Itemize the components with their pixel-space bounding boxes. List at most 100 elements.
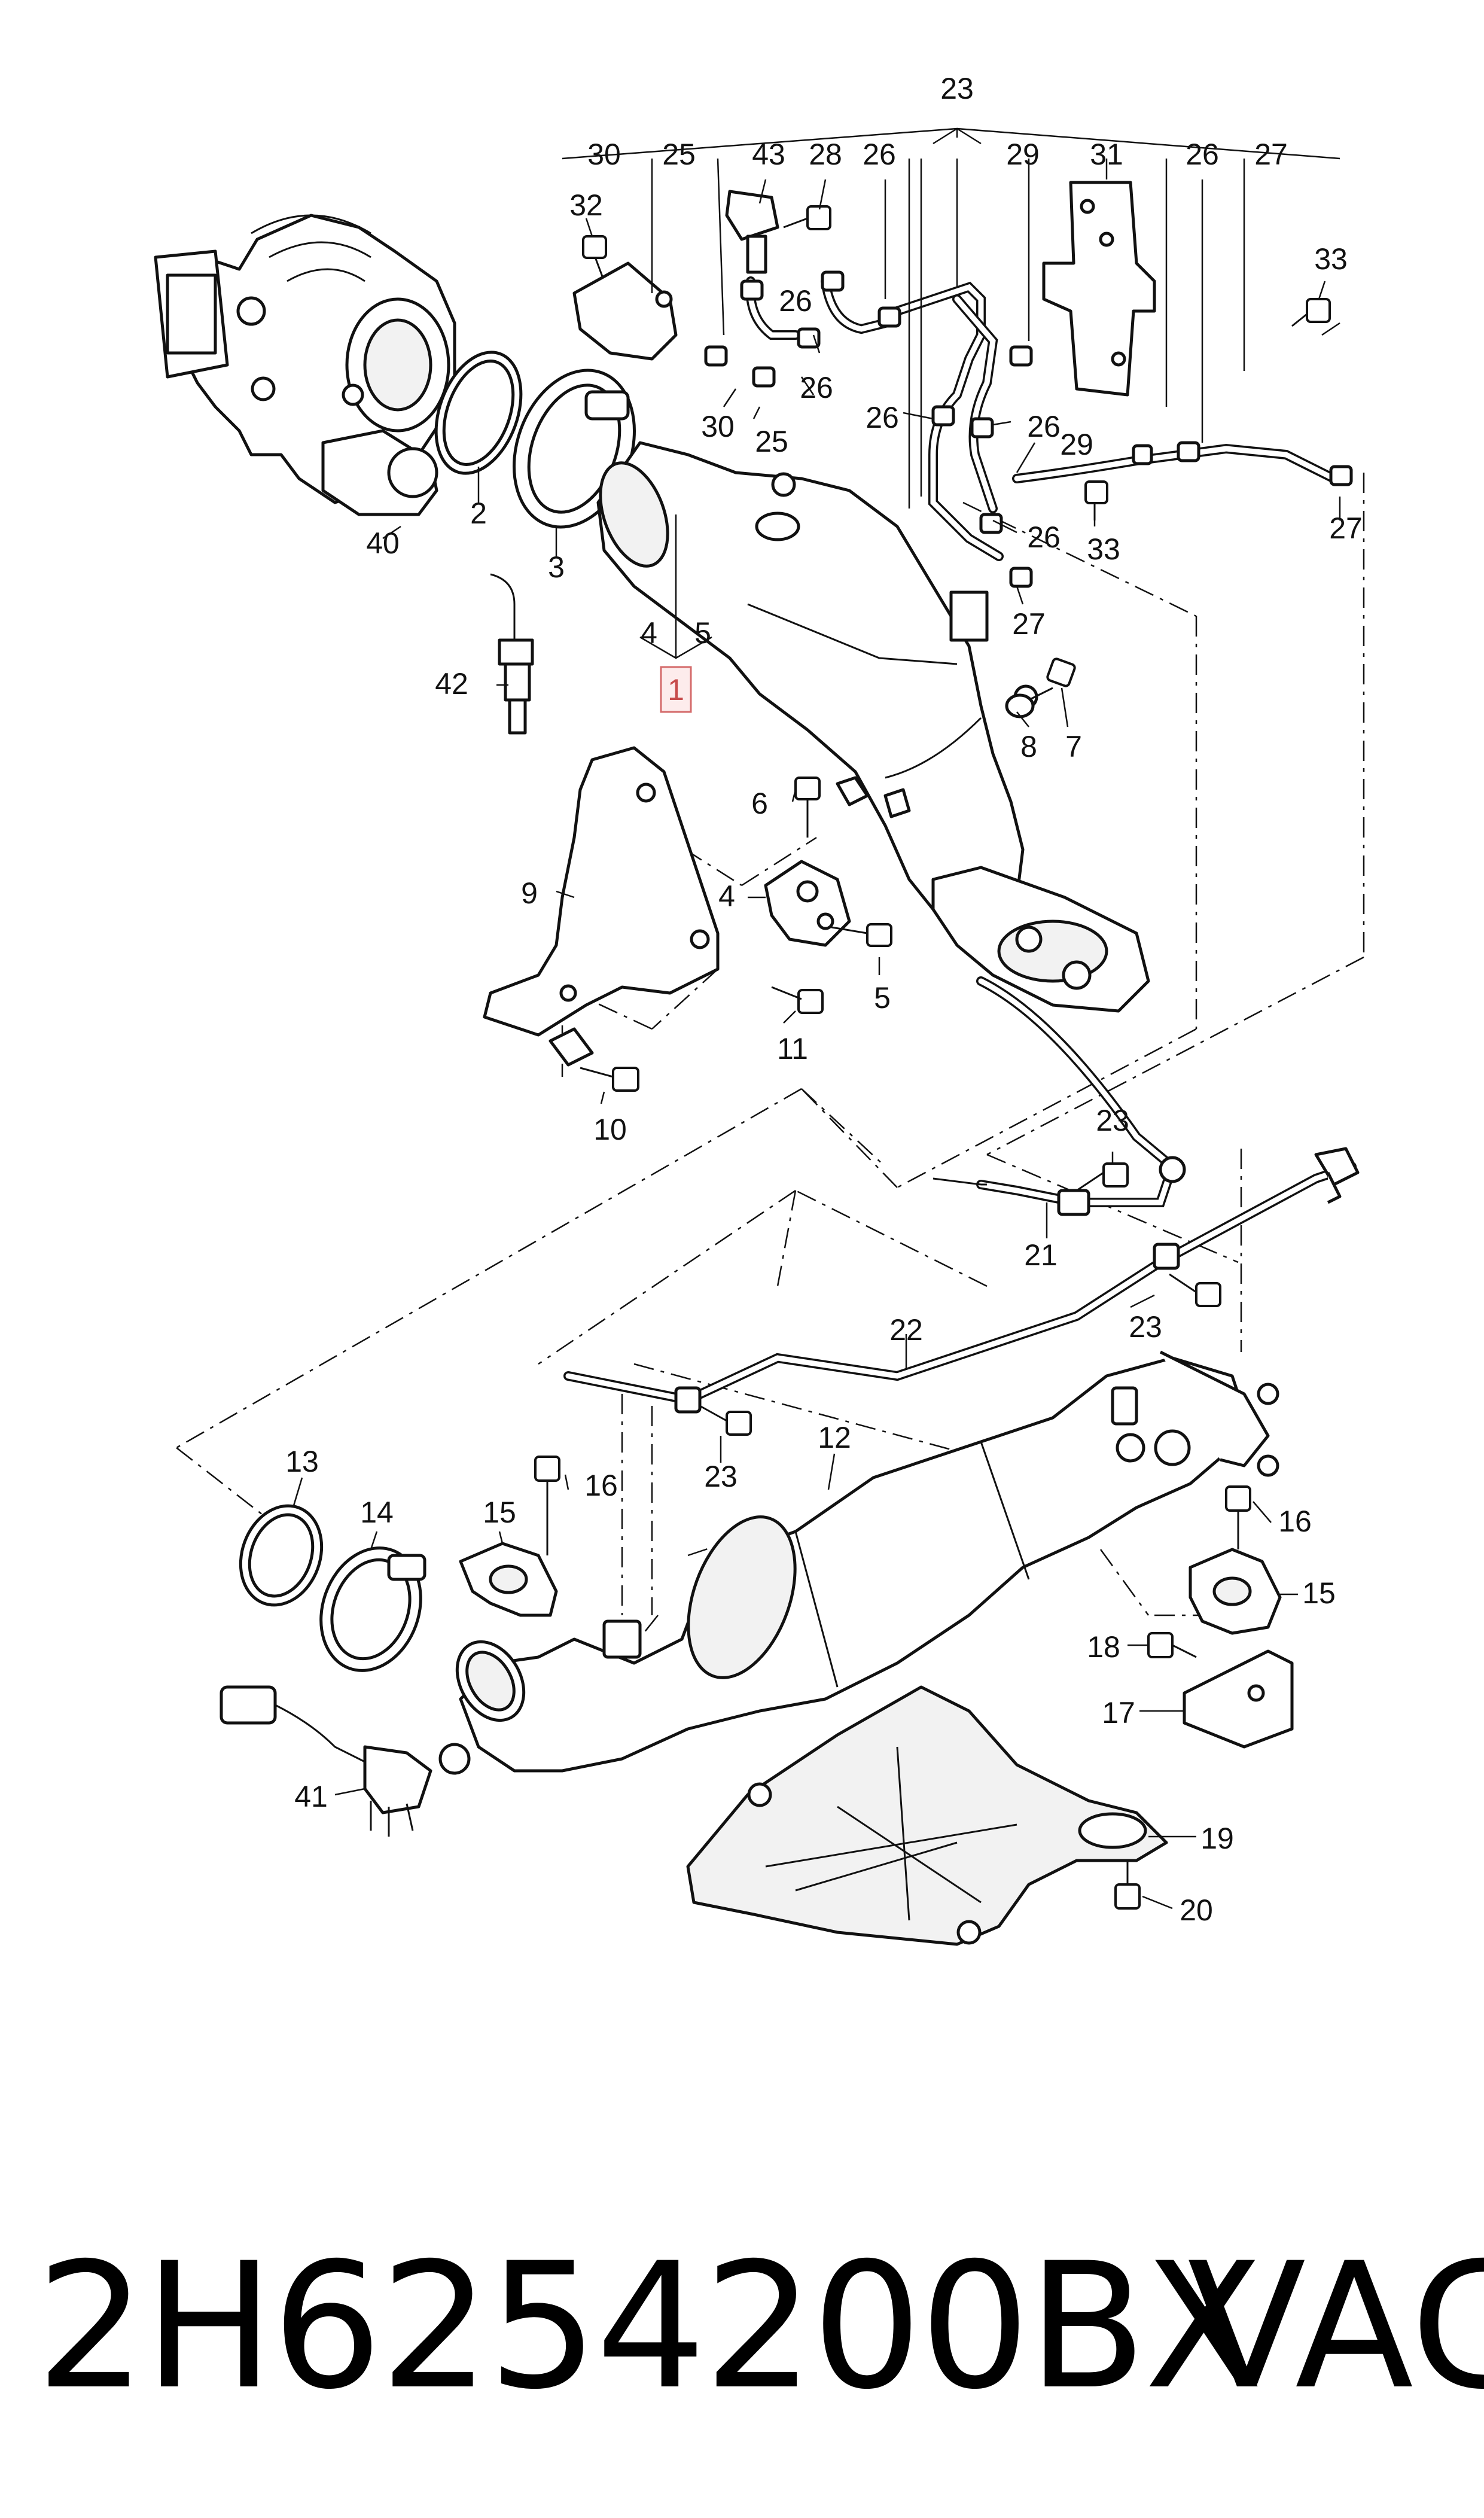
bolt-16-left xyxy=(534,1456,560,1555)
callout-22: 22 xyxy=(889,1313,923,1347)
callout-26-c: 26 xyxy=(800,371,833,404)
callout-4: 4 xyxy=(718,879,735,913)
bolt-5 xyxy=(831,923,892,947)
callout-11: 11 xyxy=(777,1032,808,1065)
heat-shield-19 xyxy=(686,1685,1168,1946)
oxygen-sensor-42 xyxy=(490,573,534,735)
callout-5: 5 xyxy=(874,981,891,1015)
callout-17: 17 xyxy=(1102,1696,1135,1730)
mount-15-left xyxy=(459,1542,558,1617)
bracket-17 xyxy=(1183,1649,1294,1749)
bolt-28 xyxy=(783,205,831,230)
callout-23-c: 23 xyxy=(704,1460,738,1493)
highlight-box-1 xyxy=(660,666,692,713)
bolt-16-right xyxy=(1225,1485,1251,1549)
bolt-20 xyxy=(1114,1849,1141,1910)
pressure-sensor-43 xyxy=(725,190,779,274)
callout-27-right: 27 xyxy=(1329,511,1363,545)
clamp-3 xyxy=(512,369,636,529)
callout-20: 20 xyxy=(1180,1893,1213,1927)
pressure-pipe-22 xyxy=(563,1147,1360,1414)
callout-21: 21 xyxy=(1024,1238,1058,1272)
callout-29-mid: 29 xyxy=(1060,428,1093,461)
callout-29-top: 29 xyxy=(1006,138,1040,171)
callout-26-e: 26 xyxy=(1027,410,1061,443)
callout-3: 3 xyxy=(548,550,565,584)
callout-5-top: 5 xyxy=(694,616,711,650)
callout-1: 1 xyxy=(668,673,684,707)
callout-10: 10 xyxy=(593,1113,627,1146)
callout-42: 42 xyxy=(435,667,468,701)
callout-33-mid: 33 xyxy=(1087,532,1120,566)
callout-32: 32 xyxy=(569,188,603,222)
callout-labels: 23 30 25 43 28 26 29 31 26 27 32 33 26 2… xyxy=(285,72,1363,1927)
callout-25-mid: 25 xyxy=(755,425,788,458)
callout-15-left: 15 xyxy=(483,1496,516,1529)
gasket-2 xyxy=(434,351,523,475)
turbocharger xyxy=(154,214,456,516)
callout-18: 18 xyxy=(1087,1630,1120,1664)
hose-clamps xyxy=(704,270,1353,588)
callout-6: 6 xyxy=(751,787,768,820)
bracket-4 xyxy=(764,776,911,947)
bracket-30 xyxy=(572,261,678,361)
callout-2: 2 xyxy=(470,497,487,530)
temperature-sensor-41 xyxy=(220,1685,471,1837)
bolt-23-b xyxy=(1169,1273,1221,1307)
part-number: 2H6254200BX xyxy=(36,2226,1263,2428)
callout-43: 43 xyxy=(752,138,785,171)
callout-9: 9 xyxy=(521,876,538,910)
bolt-18 xyxy=(1147,1632,1197,1658)
callout-23-b: 23 xyxy=(1129,1310,1162,1344)
callout-26-top-a: 26 xyxy=(863,138,896,171)
callout-24: 23 xyxy=(940,72,974,105)
mount-15-right xyxy=(1189,1548,1282,1635)
bolt-7 xyxy=(1005,657,1076,718)
heat-shield-9 xyxy=(483,746,720,1067)
callout-12: 12 xyxy=(818,1421,851,1454)
bolt-23-c xyxy=(699,1405,752,1436)
callout-26-top-b: 26 xyxy=(1186,138,1219,171)
callout-14: 14 xyxy=(360,1496,394,1529)
callout-7: 7 xyxy=(1065,730,1082,763)
callout-13: 13 xyxy=(285,1445,319,1478)
pressure-pipe-21 xyxy=(933,976,1186,1216)
bolt-33-mid xyxy=(1084,480,1108,520)
gasket-13 xyxy=(239,1504,324,1607)
bolt-6 xyxy=(794,777,821,838)
callout-41: 41 xyxy=(294,1780,328,1813)
callout-8: 8 xyxy=(1020,730,1037,763)
callout-19: 19 xyxy=(1200,1822,1234,1855)
callout-16-left: 16 xyxy=(584,1469,618,1502)
callout-33-top: 33 xyxy=(1314,242,1348,276)
callout-16-right: 16 xyxy=(1278,1505,1312,1538)
clamp-14 xyxy=(319,1546,426,1672)
callout-31: 31 xyxy=(1090,138,1123,171)
caption-bar: 2H6254200BX VAG xyxy=(24,2226,1484,2428)
brand-name: VAG xyxy=(1187,2226,1484,2428)
callout-25-top: 25 xyxy=(662,138,696,171)
callout-15-right: 15 xyxy=(1302,1576,1336,1610)
callout-26-d: 26 xyxy=(866,401,899,434)
callout-30-top: 30 xyxy=(587,138,621,171)
callout-26-b: 26 xyxy=(779,284,812,318)
callout-30-mid: 30 xyxy=(701,410,735,443)
bolt-11 xyxy=(771,986,824,1014)
assembly-dash-lines xyxy=(176,473,1365,1646)
callout-27-top: 27 xyxy=(1254,138,1288,171)
callout-4-top: 4 xyxy=(641,616,657,650)
callout-23-a: 23 xyxy=(1096,1104,1129,1137)
callout-28: 28 xyxy=(809,138,842,171)
exhaust-parts-diagram: 23 30 25 43 28 26 29 31 26 27 32 33 26 2… xyxy=(154,72,1365,1946)
bolt-32 xyxy=(582,235,607,282)
particulate-filter-12 xyxy=(455,1350,1279,1773)
bolt-23-a xyxy=(1076,1162,1129,1192)
bracket-31 xyxy=(1042,181,1156,397)
catalytic-converter xyxy=(596,441,1150,1013)
callout-40: 40 xyxy=(366,526,400,560)
bolt-33-right xyxy=(1291,298,1331,327)
callout-27-mid: 27 xyxy=(1012,607,1046,641)
callout-26-f: 26 xyxy=(1027,520,1061,554)
leader-lines xyxy=(292,127,1341,1910)
bolt-10 xyxy=(580,1067,639,1092)
